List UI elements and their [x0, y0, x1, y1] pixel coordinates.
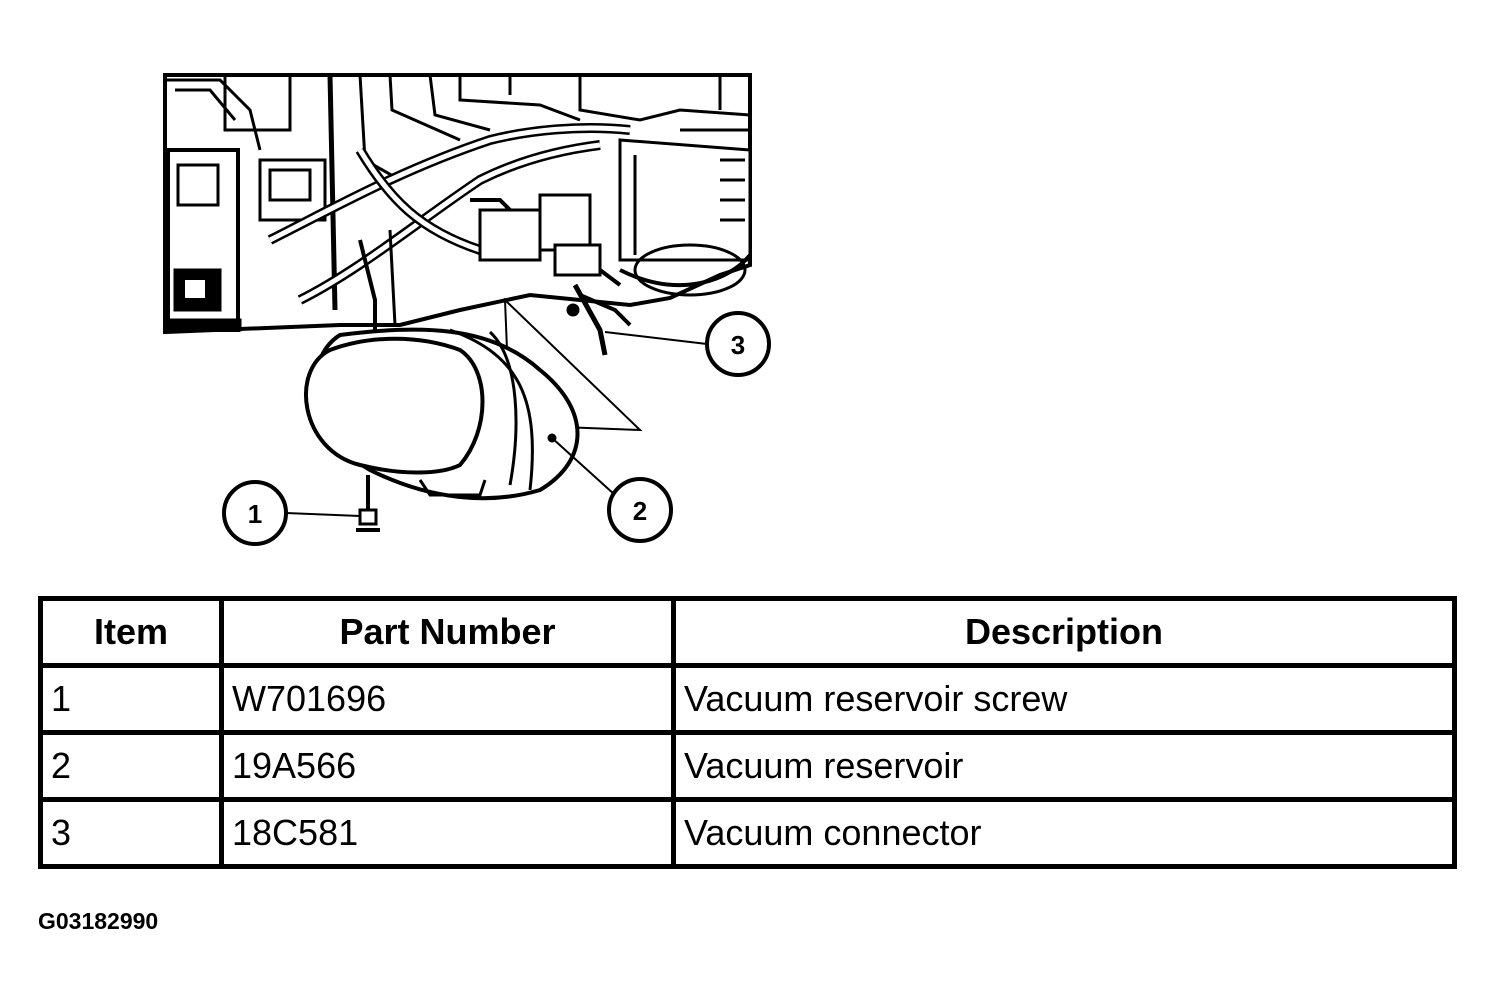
parts-table: Item Part Number Description 1 W701696 V… — [38, 596, 1457, 869]
cell-part-number: 19A566 — [219, 730, 676, 802]
leader-line-2 — [551, 437, 616, 496]
vacuum-connector — [566, 283, 632, 356]
vacuum-reservoir — [304, 297, 643, 501]
table-row: 2 19A566 Vacuum reservoir — [38, 730, 1457, 802]
cell-part-number: W701696 — [219, 663, 676, 735]
leader-line-3 — [604, 331, 708, 345]
svg-text:2: 2 — [633, 496, 647, 526]
callout-2: 2 — [607, 477, 673, 543]
header-item: Item — [38, 596, 224, 668]
svg-text:1: 1 — [248, 499, 262, 529]
table-row: 3 18C581 Vacuum connector — [38, 797, 1457, 869]
leader-line-1 — [285, 512, 361, 517]
svg-text:3: 3 — [731, 330, 745, 360]
engine-compartment — [163, 73, 752, 335]
cell-part-number: 18C581 — [219, 797, 676, 869]
cell-description: Vacuum connector — [671, 797, 1457, 869]
cell-description: Vacuum reservoir screw — [671, 663, 1457, 735]
cell-description: Vacuum reservoir — [671, 730, 1457, 802]
figure-id: G03182990 — [38, 908, 159, 934]
callout-3: 3 — [705, 311, 771, 377]
callout-1: 1 — [222, 480, 288, 546]
header-part-number: Part Number — [219, 596, 676, 668]
engine-bay-illustration: 1 2 3 — [163, 73, 771, 546]
cell-item: 1 — [38, 663, 224, 735]
screw — [356, 475, 380, 532]
cell-item: 3 — [38, 797, 224, 869]
table-header-row: Item Part Number Description — [38, 596, 1457, 668]
table-row: 1 W701696 Vacuum reservoir screw — [38, 663, 1457, 735]
header-description: Description — [671, 596, 1457, 668]
cell-item: 2 — [38, 730, 224, 802]
